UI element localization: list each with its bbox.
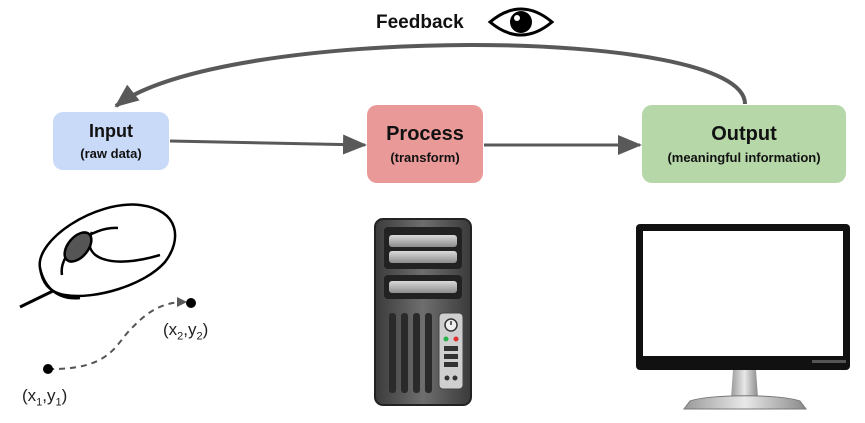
input-stage-title: Input bbox=[89, 121, 133, 141]
process-stage-title: Process bbox=[386, 123, 464, 145]
feedback-label: Feedback bbox=[376, 12, 464, 33]
input-stage-box: Input (raw data) bbox=[53, 112, 169, 170]
start-coordinate-label: (x1,y1) bbox=[22, 386, 68, 409]
process-stage-subtitle: (transform) bbox=[390, 150, 460, 165]
end-point bbox=[186, 298, 196, 308]
mouse-icon bbox=[19, 203, 177, 309]
feedback-arrow bbox=[114, 43, 747, 108]
input-stage-subtitle: (raw data) bbox=[80, 146, 142, 161]
start-point bbox=[43, 364, 53, 374]
output-stage-subtitle: (meaningful information) bbox=[667, 150, 821, 165]
mouse-motion-path bbox=[47, 297, 187, 371]
end-coordinate-label: (x2,y2) bbox=[163, 320, 209, 343]
eye-icon bbox=[487, 7, 555, 37]
output-stage-box: Output (meaningful information) bbox=[642, 105, 846, 183]
monitor-icon bbox=[636, 224, 850, 410]
process-stage-box: Process (transform) bbox=[367, 105, 483, 183]
input-to-process-arrow bbox=[169, 134, 367, 155]
computer-tower-icon bbox=[374, 218, 472, 406]
output-stage-title: Output bbox=[711, 123, 777, 145]
